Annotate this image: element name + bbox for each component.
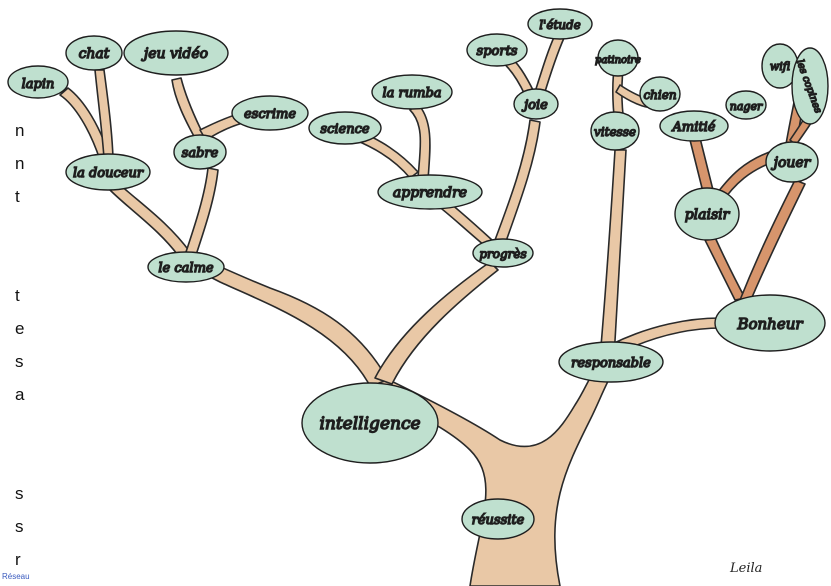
node-chat-label: chat [79,46,110,62]
limb-douceur-chat [94,69,114,159]
node-plaisir: plaisir [674,187,740,241]
limb-center [374,261,499,385]
node-jouer-label: jouer [771,155,812,171]
node-plaisir-label: plaisir [685,207,731,223]
node-jeu-video: jeu vidéo [123,30,229,76]
node-bonheur-label: Bonheur [736,315,803,333]
node-la-douceur: la douceur [65,153,151,191]
limb-sabre-jeu [171,77,206,141]
node-chien: chien [639,76,681,112]
node-jeu-video-label: jeu vidéo [141,46,208,62]
node-jouer: jouer [765,141,819,183]
edge-letter: e [15,319,25,338]
node-escrime-label: escrime [244,107,296,122]
node-les-copines: les copines [791,47,829,125]
node-chien-label: chien [643,88,676,102]
node-science: science [308,111,382,145]
node-etude-label: l'étude [539,18,581,32]
reseau-stamp: Réseau [2,572,30,581]
tree-leaves: lapin chat jeu vidéo escrime la douceur … [7,8,829,540]
limb-douceur [109,182,191,259]
node-amitie: Amitié [659,110,729,142]
node-joie-label: joie [521,98,548,113]
limb-joie-etude [534,34,565,96]
node-etude: l'étude [527,8,593,40]
node-le-calme: le calme [147,251,225,283]
node-progres: progrès [472,238,534,268]
node-la-rumba-label: la rumba [382,86,441,101]
node-nager: nager [725,90,767,120]
node-vitesse-label: vitesse [594,125,636,139]
node-intelligence-label: intelligence [319,414,420,434]
node-apprendre: apprendre [377,174,483,210]
edge-letter: s [15,517,24,536]
edge-letter: s [15,352,24,371]
limb-joie [494,119,541,245]
node-la-rumba: la rumba [371,74,453,110]
node-reussite-label: réussite [472,513,525,528]
node-science-label: science [320,122,369,137]
edge-letter: t [15,187,20,206]
node-chat: chat [65,35,123,71]
node-sports-label: sports [477,44,518,59]
edge-letter: r [15,550,21,569]
node-sports: sports [466,33,528,67]
node-bonheur: Bonheur [714,294,826,352]
edge-letter: n [15,154,25,173]
node-escrime: escrime [231,95,309,131]
node-intelligence: intelligence [301,382,439,464]
node-lapin: lapin [7,65,69,99]
node-vitesse: vitesse [590,111,640,151]
edge-letter: s [15,484,24,503]
edge-letter: t [15,286,20,305]
node-reussite: réussite [461,498,535,540]
edge-letter: n [15,121,25,140]
node-joie: joie [513,88,559,120]
node-la-douceur-label: la douceur [73,166,144,181]
node-amitie-label: Amitié [672,120,716,135]
node-apprendre-label: apprendre [393,185,467,201]
node-responsable: responsable [558,341,664,383]
node-sabre-label: sabre [182,146,219,161]
node-sabre: sabre [173,134,227,170]
node-le-calme-label: le calme [158,261,213,276]
limb-plaisir-right [739,179,806,303]
node-wifi-label: wifi [770,60,790,73]
node-nager-label: nager [730,100,763,113]
signature: Leila [730,561,763,576]
limb-right [599,149,627,359]
node-wifi: wifi [761,43,799,89]
edge-letter: a [15,385,25,404]
node-lapin-label: lapin [22,77,55,92]
node-progres-label: progrès [479,247,526,261]
node-patinoire-label: patinoire [595,55,641,66]
node-responsable-label: responsable [571,356,651,371]
node-patinoire: patinoire [594,39,642,77]
limb-sabre [184,167,219,259]
